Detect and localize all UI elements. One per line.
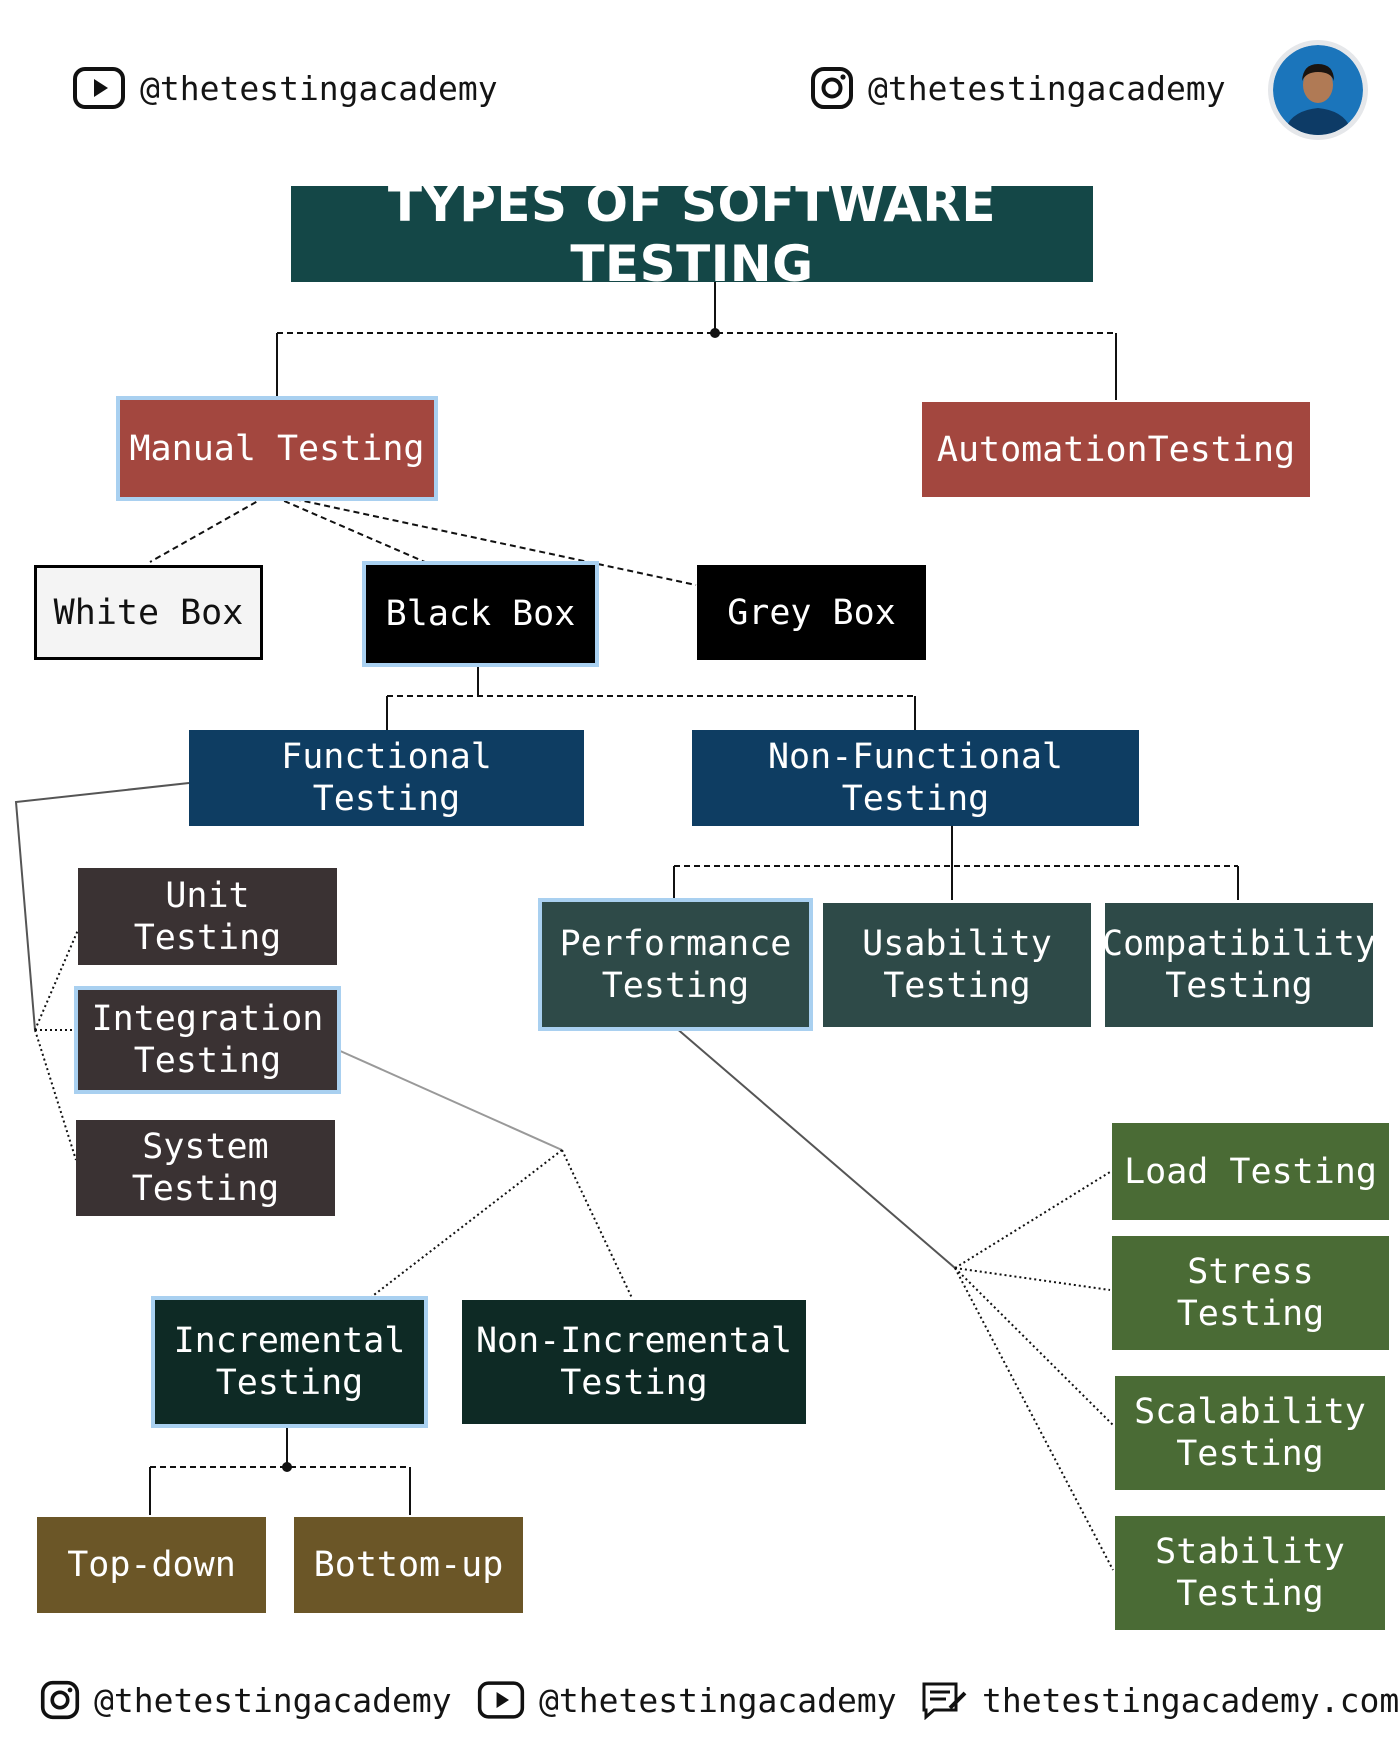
instagram-icon	[810, 66, 854, 110]
footer-youtube-text: @thetestingacademy	[539, 1680, 897, 1720]
compatibility-testing-node[interactable]: Compatibility Testing	[1102, 903, 1376, 1027]
functional-testing-node[interactable]: Functional Testing	[189, 730, 584, 826]
automation-testing-node[interactable]: AutomationTesting	[922, 402, 1310, 497]
load-testing-node[interactable]: Load Testing	[1112, 1123, 1389, 1220]
stress-testing-node[interactable]: Stress Testing	[1112, 1236, 1389, 1350]
footer-youtube-handle[interactable]: @thetestingacademy	[477, 1680, 897, 1720]
header-instagram-text: @thetestingacademy	[868, 68, 1226, 108]
black-box-node[interactable]: Black Box	[366, 565, 595, 663]
unit-testing-node[interactable]: Unit Testing	[78, 868, 337, 965]
blog-icon	[920, 1680, 968, 1720]
top-down-node[interactable]: Top-down	[37, 1517, 266, 1613]
youtube-icon	[72, 66, 126, 110]
scalability-testing-node[interactable]: Scalability Testing	[1115, 1376, 1385, 1490]
footer-website[interactable]: thetestingacademy.com	[920, 1680, 1399, 1720]
header-youtube-text: @thetestingacademy	[140, 68, 498, 108]
non-functional-testing-node[interactable]: Non-Functional Testing	[692, 730, 1139, 826]
instagram-icon	[40, 1680, 80, 1720]
footer-instagram-handle[interactable]: @thetestingacademy	[40, 1680, 452, 1720]
integration-testing-node[interactable]: Integration Testing	[78, 990, 337, 1090]
youtube-icon	[477, 1680, 525, 1720]
non-incremental-testing-node[interactable]: Non-Incremental Testing	[462, 1300, 806, 1424]
usability-testing-node[interactable]: Usability Testing	[823, 903, 1091, 1027]
system-testing-node[interactable]: System Testing	[76, 1120, 335, 1216]
footer-website-text: thetestingacademy.com	[982, 1680, 1400, 1720]
manual-testing-node[interactable]: Manual Testing	[120, 400, 434, 497]
avatar	[1268, 40, 1368, 140]
header-instagram-handle[interactable]: @thetestingacademy	[810, 66, 1226, 110]
header-youtube-handle[interactable]: @thetestingacademy	[72, 66, 498, 110]
grey-box-node[interactable]: Grey Box	[697, 565, 926, 660]
incremental-testing-node[interactable]: Incremental Testing	[155, 1300, 424, 1424]
bottom-up-node[interactable]: Bottom-up	[294, 1517, 523, 1613]
diagram-title: TYPES OF SOFTWARE TESTING	[291, 175, 1093, 293]
white-box-node[interactable]: White Box	[34, 565, 263, 660]
footer-instagram-text: @thetestingacademy	[94, 1680, 452, 1720]
stability-testing-node[interactable]: Stability Testing	[1115, 1516, 1385, 1630]
performance-testing-node[interactable]: Performance Testing	[542, 902, 809, 1027]
